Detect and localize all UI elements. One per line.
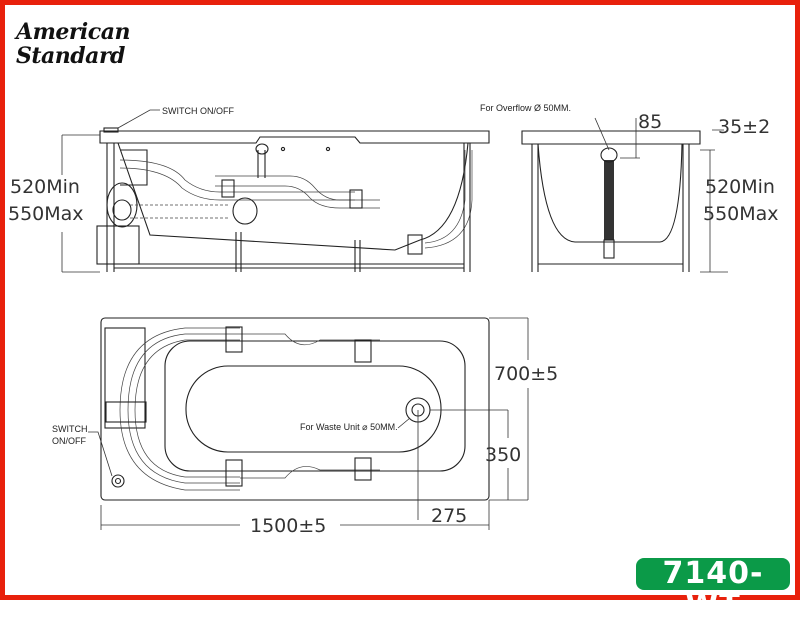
overflow-label: For Overflow Ø 50MM.	[480, 103, 571, 113]
end-view	[522, 118, 728, 272]
end-dim-rim: 35±2	[718, 116, 770, 138]
side-height-min: 520Min	[10, 176, 80, 198]
waste-offset-y-dim: 350	[485, 444, 521, 466]
waste-unit-label: For Waste Unit ⌀ 50MM.	[300, 422, 398, 432]
model-number-badge: 7140-WT	[636, 558, 790, 590]
plan-switch-label-2: ON/OFF	[52, 436, 86, 446]
end-height-max: 550Max	[703, 203, 779, 225]
side-switch-label: SWITCH ON/OFF	[162, 106, 234, 116]
plan-length-dim: 1500±5	[250, 515, 326, 537]
plan-switch-label-1: SWITCH	[52, 424, 88, 434]
side-view	[62, 110, 489, 272]
plan-width-dim: 700±5	[494, 363, 558, 385]
end-height-min: 520Min	[705, 176, 775, 198]
end-dim-85: 85	[638, 111, 662, 133]
side-height-max: 550Max	[8, 203, 84, 225]
technical-drawing: SWITCH ON/OFF 520Min 550Max For Overflow…	[0, 0, 800, 600]
waste-offset-x-dim: 275	[431, 505, 467, 527]
